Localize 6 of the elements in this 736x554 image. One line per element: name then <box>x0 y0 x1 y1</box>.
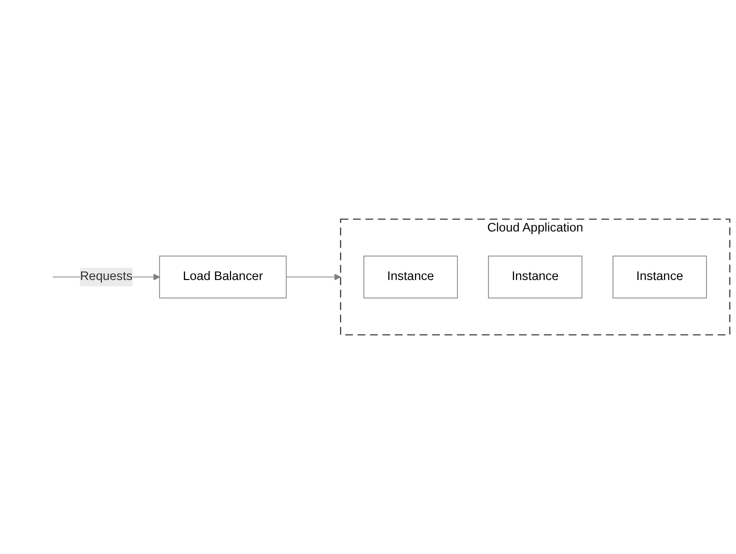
edge-label: Requests <box>80 270 132 284</box>
node-box: Load Balancer <box>159 256 287 298</box>
arrow <box>286 274 341 280</box>
node-box: Instance <box>363 256 458 298</box>
node-box: Instance <box>612 256 707 298</box>
node-box: Instance <box>488 256 582 298</box>
